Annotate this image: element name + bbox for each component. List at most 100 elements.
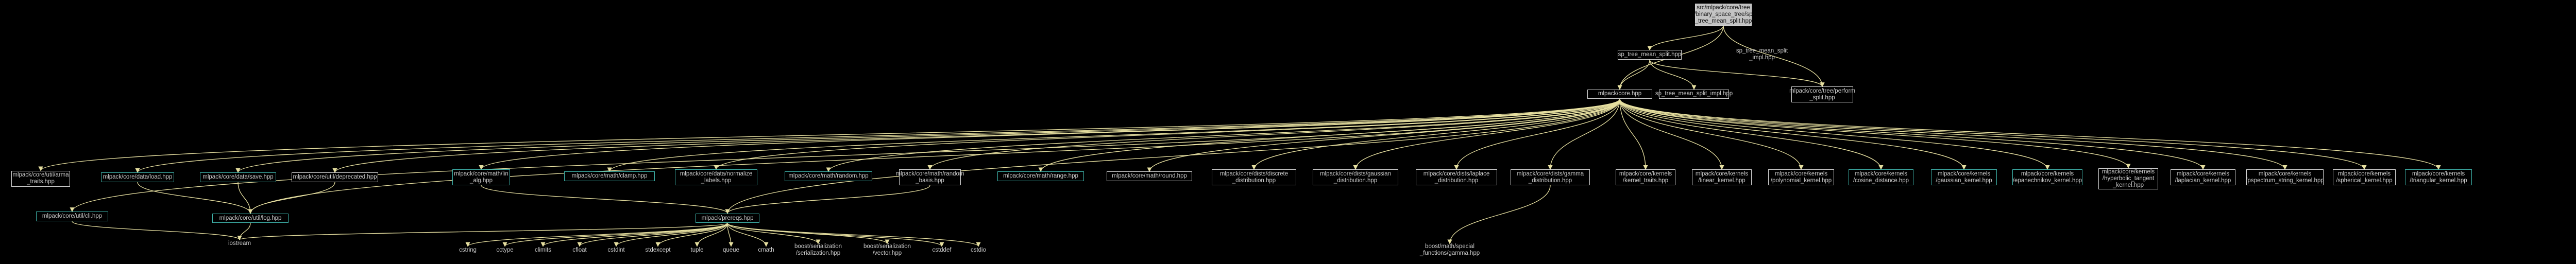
edge-core-to-round: [1147, 99, 1620, 172]
edge-core-to-lin-alg: [479, 99, 1620, 170]
node-boost-vector: boost/serialization /vector.hpp: [863, 243, 911, 257]
node-perform-split: mlpack/core/tree/perform _split.hpp: [1789, 86, 1855, 103]
node-log[interactable]: mlpack/core/util/log.hpp: [212, 213, 289, 223]
edge-core-to-load: [135, 99, 1620, 173]
edge-gamma-to-gamma-function: [1447, 185, 1551, 244]
edge-core-to-spherical: [1619, 99, 2367, 170]
node-cstdint: cstdint: [607, 247, 625, 254]
node-cctype: cctype: [496, 247, 514, 254]
node-sp-split-impl-ghost: sp_tree_mean_split _impl.hpp: [1736, 48, 1788, 61]
node-gaussian-kernel[interactable]: mlpack/core/kernels /gaussian_kernel.hpp: [1931, 169, 1997, 185]
node-cstdio: cstdio: [970, 247, 987, 254]
node-arma-traits: mlpack/core/util/arma _traits.hpp: [11, 170, 70, 187]
node-sp-split: sp_tree_mean_split.hpp: [1618, 50, 1682, 60]
node-round: mlpack/core/math/round.hpp: [1107, 171, 1192, 182]
edge-sp-split-to-perform-split: [1649, 59, 1825, 87]
edge-core-to-normalize-labels: [714, 99, 1620, 170]
edge-core-to-gaussian: [1353, 99, 1620, 170]
edge-core-to-polynomial-kernel: [1619, 99, 1804, 170]
node-cfloat: cfloat: [572, 247, 587, 254]
edge-prereqs-to-cfloat: [577, 223, 728, 247]
node-gamma-function: boost/math/special _functions/gamma.hpp: [1419, 243, 1480, 257]
node-gamma: mlpack/core/dists/gamma _distribution.hp…: [1511, 169, 1590, 185]
node-pspectrum: mlpack/core/kernels /pspectrum_string_ke…: [2246, 169, 2324, 185]
edge-deprecated-to-log: [248, 182, 335, 214]
edge-core-to-triangular: [1619, 99, 2441, 170]
edge-save-to-log: [238, 182, 253, 214]
edge-core-to-random: [826, 99, 1620, 172]
node-linear-kernel: mlpack/core/kernels /linear_kernel.hpp: [1692, 169, 1752, 185]
node-boost-serialization: boost/serialization /serialization.hpp: [794, 243, 842, 257]
node-iostream: iostream: [228, 240, 251, 247]
edge-random-basis-to-prereqs: [725, 185, 930, 214]
node-range[interactable]: mlpack/core/math/range.hpp: [997, 171, 1084, 182]
node-stdexcept: stdexcept: [645, 247, 671, 254]
node-gaussian: mlpack/core/dists/gaussian _distribution…: [1313, 169, 1398, 185]
edge-prereqs-to-cstring: [465, 222, 728, 247]
edge-root-to-sp-split: [1647, 25, 1724, 51]
edge-prereqs-to-climits: [540, 222, 728, 247]
edge-prereqs-to-cctype: [502, 222, 728, 247]
node-laplace: mlpack/core/dists/laplace _distribution.…: [1416, 169, 1497, 185]
edge-prereqs-to-cmath: [727, 223, 769, 247]
node-laplacian: mlpack/core/kernels /laplacian_kernel.hp…: [2171, 169, 2235, 185]
node-normalize-labels[interactable]: mlpack/core/data/normalize _labels.hpp: [675, 169, 757, 185]
edge-prereqs-to-queue: [727, 223, 734, 247]
node-kernel-traits: mlpack/core/kernels /kernel_traits.hpp: [1616, 169, 1675, 185]
node-cmath: cmath: [758, 247, 774, 254]
node-polynomial-kernel: mlpack/core/kernels /polynomial_kernel.h…: [1768, 169, 1834, 185]
node-deprecated: mlpack/core/util/deprecated.hpp: [292, 172, 378, 182]
node-prereqs[interactable]: mlpack/prereqs.hpp: [696, 213, 759, 223]
edge-core-to-arma-traits: [38, 98, 1620, 171]
edge-prereqs-to-cstdint: [614, 223, 728, 247]
node-sp-split-impl: sp_tree_mean_split_impl.hpp: [1655, 89, 1733, 99]
node-triangular[interactable]: mlpack/core/kernels /triangular_kernel.h…: [2405, 169, 2472, 185]
edge-core-to-hyperbolic: [1619, 99, 2131, 169]
edge-core-to-gaussian-kernel: [1619, 99, 1967, 170]
edge-core-to-epanechnikov: [1619, 99, 2050, 170]
node-epanechnikov[interactable]: mlpack/core/kernels /epanechnikov_kernel…: [2012, 169, 2082, 185]
edge-cli-to-iostream: [72, 221, 242, 240]
edge-core-to-cli: [70, 99, 1620, 213]
edge-sp-split-to-core: [1617, 60, 1650, 90]
edge-core-to-laplace: [1454, 99, 1620, 170]
node-spherical: mlpack/core/kernels /spherical_kernel.hp…: [2333, 169, 2396, 185]
edge-core-to-log: [248, 99, 1620, 214]
edge-core-to-gamma: [1548, 99, 1620, 170]
edge-prereqs-to-tuple: [694, 223, 728, 247]
node-cli[interactable]: mlpack/core/util/cli.hpp: [36, 212, 108, 222]
node-root: src/mlpack/core/tree /binary_space_tree/…: [1694, 3, 1753, 26]
edge-core-to-prereqs: [725, 99, 1620, 214]
edge-prereqs-to-stdexcept: [655, 223, 728, 247]
node-random-basis: mlpack/core/math/random _basis.hpp: [896, 169, 964, 185]
node-save[interactable]: mlpack/core/data/save.hpp: [200, 172, 276, 182]
edge-lin-alg-to-prereqs: [481, 185, 730, 214]
edge-core-to-pspectrum: [1619, 99, 2287, 170]
node-tuple: tuple: [690, 247, 704, 254]
node-cosine-distance[interactable]: mlpack/core/kernels /cosine_distance.hpp: [1849, 169, 1913, 185]
node-climits: climits: [535, 247, 551, 254]
edges-layer: [38, 25, 2441, 247]
edge-prereqs-to-iostream: [237, 222, 728, 240]
node-queue: queue: [723, 247, 739, 254]
node-cstring: cstring: [459, 247, 477, 254]
edge-log-to-iostream: [237, 223, 251, 240]
edge-core-to-random-basis: [927, 99, 1620, 170]
edge-prereqs-to-cstdio: [727, 222, 981, 247]
edge-prereqs-to-boost-serialization: [727, 223, 821, 244]
node-clamp[interactable]: mlpack/core/math/clamp.hpp: [564, 171, 655, 182]
edge-core-to-deprecated: [332, 99, 1620, 173]
node-hyperbolic: mlpack/core/kernels /hyperbolic_tangent …: [2098, 168, 2158, 189]
edge-core-to-save: [235, 99, 1620, 173]
edge-core-to-discrete: [1251, 99, 1620, 170]
edge-core-to-linear-kernel: [1619, 99, 1724, 170]
edge-core-to-kernel-traits: [1619, 99, 1648, 170]
node-load[interactable]: mlpack/core/data/load.hpp: [101, 172, 174, 182]
node-core: mlpack/core.hpp: [1587, 89, 1652, 99]
edge-root-to-perform-split: [1723, 25, 1825, 87]
edge-core-to-laplacian: [1619, 99, 2206, 170]
node-random[interactable]: mlpack/core/math/random.hpp: [785, 171, 872, 182]
edge-core-to-clamp: [607, 99, 1620, 172]
node-lin-alg[interactable]: mlpack/core/math/lin _alg.hpp: [452, 169, 510, 185]
